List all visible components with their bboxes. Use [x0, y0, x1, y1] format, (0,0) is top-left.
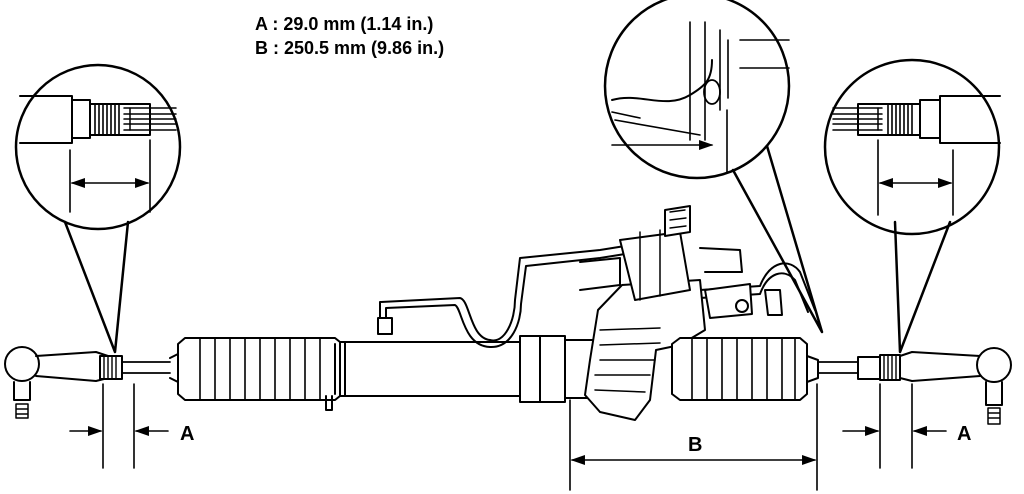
spec-a-line: A : 29.0 mm (1.14 in.): [255, 12, 444, 36]
right-detail-tie-rod: [832, 95, 1001, 144]
spec-b-letter: B: [255, 38, 268, 58]
valve-body: [584, 205, 783, 421]
hydraulic-lines: [377, 245, 816, 349]
dimension-a-right: [842, 383, 947, 469]
spec-a-value: 29.0 mm (1.14 in.): [283, 14, 434, 34]
spec-legend: A : 29.0 mm (1.14 in.) B : 250.5 mm (9.8…: [255, 12, 444, 60]
dimension-b: [569, 383, 818, 491]
spec-b-value: 250.5 mm (9.86 in.): [284, 38, 445, 58]
right-boot: [671, 337, 819, 401]
dimension-a-right-label: A: [957, 423, 971, 445]
left-detail-tie-rod: [19, 95, 177, 144]
left-tie-rod-end: [4, 346, 171, 419]
spec-a-letter: A: [255, 14, 268, 34]
spec-b-line: B : 250.5 mm (9.86 in.): [255, 36, 444, 60]
dimension-a-left-label: A: [180, 423, 194, 445]
spec-a-separator: :: [267, 14, 284, 34]
right-tie-rod-end: [817, 347, 1012, 425]
steering-rack-assembly: [4, 205, 1012, 425]
left-detail-dimension: [69, 139, 151, 213]
spec-b-separator: :: [268, 38, 284, 58]
boot-clamp-detail-dimension: [611, 109, 728, 173]
left-detail-callout: [14, 63, 182, 354]
dimension-a-left: [69, 383, 169, 469]
left-boot: [169, 337, 341, 401]
boot-clamp-detail-callout: [603, 0, 824, 334]
right-detail-dimension: [877, 139, 954, 216]
dimension-b-label: B: [688, 434, 702, 456]
right-detail-callout: [823, 58, 1001, 354]
rack-housing: [325, 335, 601, 411]
